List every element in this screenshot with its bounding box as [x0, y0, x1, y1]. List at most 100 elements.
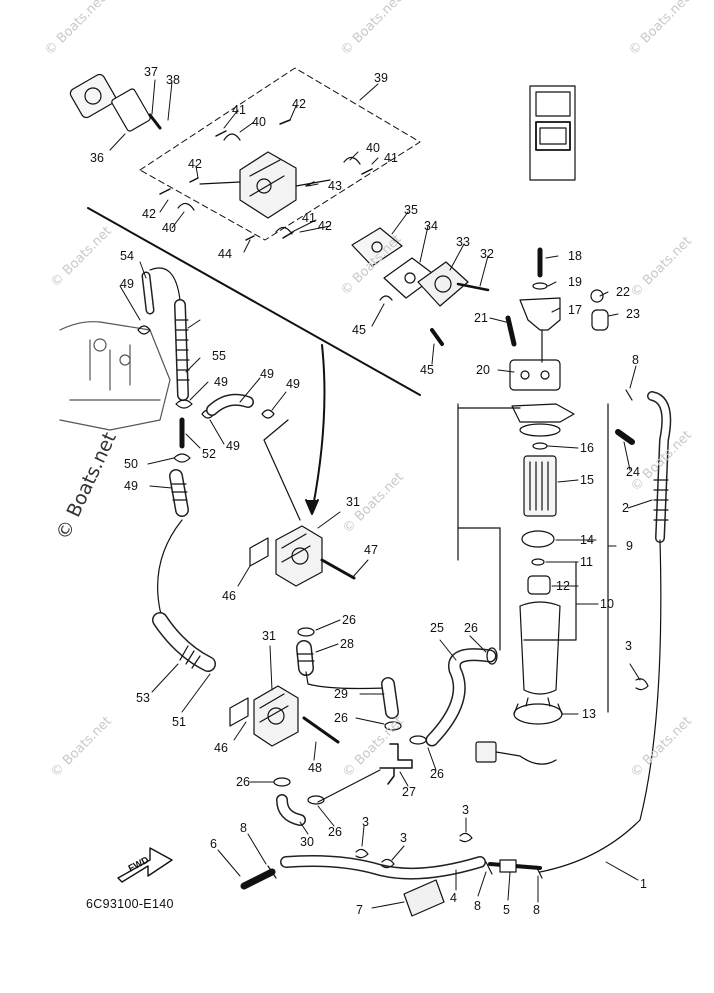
clip-26-d: [307, 795, 325, 805]
float-12: [527, 575, 551, 595]
callout-29: 29: [334, 687, 348, 701]
callout-49: 49: [214, 375, 228, 389]
callout-49: 51: [172, 715, 186, 729]
callout-48: 49: [124, 479, 138, 493]
spring-11: [531, 558, 545, 566]
callout-2: 2: [622, 501, 629, 515]
ring-nut-13: [513, 697, 563, 725]
hose-30: [276, 794, 306, 826]
callout-8: 8: [632, 353, 639, 367]
callout-18: 18: [568, 249, 582, 263]
clip-8-b2: [535, 865, 543, 879]
callout-49: 49: [120, 277, 134, 291]
gasket-35: [351, 227, 403, 267]
callout-41: 41: [384, 151, 398, 165]
callout-25: 25: [430, 621, 444, 635]
connector-6: [240, 868, 276, 890]
callout-8: 8: [474, 899, 481, 913]
hose-54: [174, 299, 190, 401]
hose-28: [296, 640, 315, 676]
callout-30: 30: [300, 835, 314, 849]
callout-49: 49: [286, 377, 300, 391]
clip-26-f: [486, 647, 498, 665]
leader-lines: [109, 79, 653, 909]
callout-27: 27: [402, 785, 416, 799]
line-28-29: [305, 671, 386, 690]
callout-36: 36: [90, 151, 104, 165]
callout-45: 46: [214, 741, 228, 755]
clip-26-b: [384, 721, 402, 731]
callout-8: 8: [240, 821, 247, 835]
callout-44: 45: [352, 323, 366, 337]
drawing-code: 6C93100-E140: [86, 897, 174, 911]
clip-26-e: [409, 735, 427, 745]
clip-49a: [173, 453, 191, 463]
clip-26-c: [273, 777, 291, 787]
decal-55: [529, 85, 576, 181]
clip-8-bl: [267, 865, 277, 879]
grommet-23: [591, 309, 609, 331]
callout-40: 41: [302, 211, 316, 225]
bracket-17-20: [509, 297, 561, 391]
callout-42: 42: [188, 157, 202, 171]
callout-3: 3: [625, 639, 632, 653]
callout-3: 3: [362, 815, 369, 829]
filter-head: [511, 403, 575, 437]
callout-41: 42: [318, 219, 332, 233]
cap-22: [590, 289, 604, 303]
callout-7: 7: [356, 903, 363, 917]
callout-15: 15: [580, 473, 594, 487]
callout-42: 44: [218, 247, 232, 261]
callout-50: 52: [202, 447, 216, 461]
callout-41: 41: [232, 103, 246, 117]
arrow-to-pump: [311, 344, 326, 513]
fwd-arrow-icon: [117, 847, 173, 883]
callout-47: 49: [260, 367, 274, 381]
cover-33: [417, 261, 490, 307]
callout-22: 22: [616, 285, 630, 299]
fuel-pump-31-lower: [229, 685, 340, 747]
callout-45: 46: [222, 589, 236, 603]
callout-33: 33: [456, 235, 470, 249]
callout-26: 26: [342, 613, 356, 627]
callout-10: 10: [600, 597, 614, 611]
hose-29: [381, 677, 399, 719]
callout-12: 12: [556, 579, 570, 593]
callout-28: 28: [340, 637, 354, 651]
clip-8-upper: [625, 389, 633, 401]
callout-49: 50: [124, 457, 138, 471]
callout-40: 40: [252, 115, 266, 129]
callout-23: 23: [626, 307, 640, 321]
callout-13: 13: [582, 707, 596, 721]
callout-17: 17: [568, 303, 582, 317]
gasket-36: [69, 73, 117, 119]
hose-47: [206, 393, 254, 416]
filter-7: [403, 879, 445, 917]
callout-24: 24: [626, 465, 640, 479]
callout-31: 31: [346, 495, 360, 509]
callout-26: 26: [328, 825, 342, 839]
callout-37: 37: [144, 65, 158, 79]
callout-38: 38: [166, 73, 180, 87]
callout-4: 4: [450, 891, 457, 905]
callout-16: 16: [580, 441, 594, 455]
callout-46: 48: [308, 761, 322, 775]
callout-53: 55: [212, 349, 226, 363]
callout-39: 39: [374, 71, 388, 85]
callout-11: 11: [580, 555, 593, 569]
callout-3: 3: [462, 803, 469, 817]
callout-32: 32: [480, 247, 494, 261]
callout-49: 49: [226, 439, 240, 453]
line-30: [317, 769, 381, 803]
line-1: [539, 539, 662, 873]
callout-1: 1: [640, 877, 647, 891]
clip-26-a: [297, 627, 315, 637]
clip-3-c: [459, 832, 473, 843]
clip-49d: [261, 409, 275, 419]
callout-42: 43: [328, 179, 342, 193]
callout-9: 9: [626, 539, 633, 553]
clip-53: [175, 399, 193, 409]
element-15: [523, 455, 557, 517]
diaphragm-37-38: [111, 88, 162, 132]
